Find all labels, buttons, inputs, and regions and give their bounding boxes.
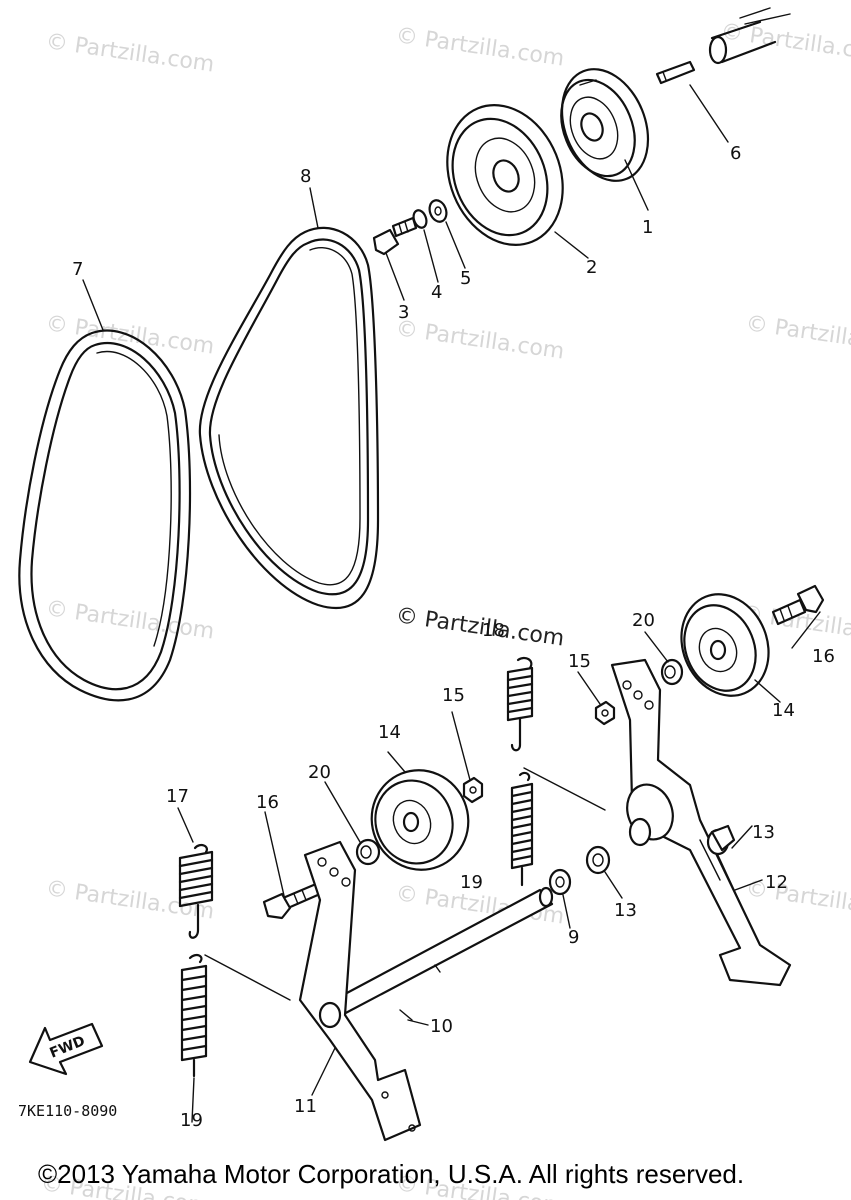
- spacer-part-20-right: [660, 658, 684, 686]
- part-label[interactable]: 16: [812, 646, 835, 667]
- spring-part-17: [178, 843, 214, 939]
- part-labels: 1 2 3 4 5 6 7 8 9 10 11 12 13 13 14 14 1…: [72, 143, 835, 1131]
- part-label[interactable]: 20: [308, 762, 331, 783]
- copyright-notice: ©2013 Yamaha Motor Corporation, U.S.A. A…: [38, 1159, 744, 1189]
- v-belt-part-7: [18, 329, 192, 702]
- shaft-end: [708, 7, 791, 65]
- forward-arrow-icon: FWD: [28, 1022, 104, 1076]
- part-label[interactable]: 19: [180, 1110, 203, 1131]
- part-label[interactable]: 4: [431, 282, 442, 303]
- watermark: © Partzilla.com: [44, 596, 216, 644]
- part-label[interactable]: 13: [752, 822, 775, 843]
- spring-part-19-center: [510, 771, 534, 887]
- tension-arm-part-11: [298, 840, 422, 1142]
- pulley-part-1: [560, 68, 650, 182]
- part-label[interactable]: 9: [568, 927, 579, 948]
- guide-line: [204, 954, 291, 1001]
- part-label[interactable]: 18: [482, 620, 505, 641]
- part-label[interactable]: 5: [460, 268, 471, 289]
- washer-part-9: [548, 868, 572, 896]
- bolt-part-16-right: [771, 584, 825, 626]
- watermark: © Partzilla.com: [44, 29, 216, 77]
- part-label[interactable]: 16: [256, 792, 279, 813]
- bolt-part-3: [372, 216, 418, 256]
- part-label[interactable]: 1: [642, 217, 653, 238]
- part-label[interactable]: 12: [765, 872, 788, 893]
- spring-part-18: [506, 656, 534, 752]
- diagram-code: 7KE110-8090: [18, 1102, 117, 1120]
- watermark: © Partzilla.com: [744, 311, 851, 359]
- part-label[interactable]: 15: [442, 685, 465, 706]
- part-label[interactable]: 10: [430, 1016, 453, 1037]
- part-label[interactable]: 8: [300, 166, 311, 187]
- part-label[interactable]: 3: [398, 302, 409, 323]
- idler-pulley-part-14-right: [680, 593, 770, 697]
- watermark: © Partzilla.com: [744, 876, 851, 924]
- tension-arm-part-12: [610, 658, 792, 987]
- watermark: © Partzilla.com: [394, 316, 566, 364]
- watermark: © Partzilla.com: [44, 876, 216, 924]
- spacer-part-20-left: [355, 838, 381, 866]
- nut-part-15-left: [462, 776, 484, 804]
- part-label[interactable]: 20: [632, 610, 655, 631]
- watermark-center: © Partzilla.com: [394, 603, 566, 651]
- bushing-part-13-lower: [585, 845, 611, 875]
- guide-line: [523, 767, 606, 811]
- part-label[interactable]: 17: [166, 786, 189, 807]
- part-label[interactable]: 7: [72, 259, 83, 280]
- part-label[interactable]: 2: [586, 257, 597, 278]
- v-belt-part-8: [198, 226, 380, 610]
- nut-part-15-right: [594, 700, 616, 726]
- leader-lines: [82, 84, 821, 1123]
- part-label[interactable]: 11: [294, 1096, 317, 1117]
- bolt-part-16-left: [262, 882, 322, 920]
- part-label[interactable]: 6: [730, 143, 741, 164]
- washer-part-5: [428, 199, 448, 223]
- part-label[interactable]: 14: [378, 722, 401, 743]
- part-label[interactable]: 15: [568, 651, 591, 672]
- idler-pulley-part-14-left: [370, 769, 470, 871]
- key-part-6: [655, 60, 696, 85]
- watermark: © Partzilla.com: [719, 19, 851, 67]
- part-label[interactable]: 14: [772, 700, 795, 721]
- pulley-part-2: [446, 104, 564, 246]
- part-label[interactable]: 19: [460, 872, 483, 893]
- spring-part-19-left: [180, 953, 208, 1078]
- part-label[interactable]: 13: [614, 900, 637, 921]
- watermark: © Partzilla.com: [394, 23, 566, 71]
- bushing-part-13-upper: [706, 824, 736, 856]
